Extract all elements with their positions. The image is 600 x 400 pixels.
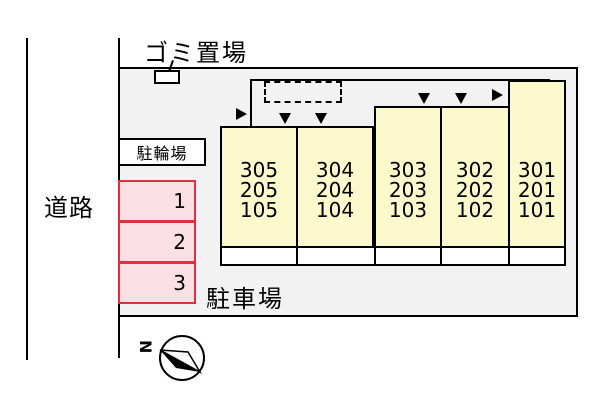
room-number: 304 — [315, 158, 355, 182]
arrow-down-icon — [455, 93, 467, 104]
room-number: 201 — [517, 178, 557, 202]
room-number: 301 — [517, 158, 557, 182]
room-number: 203 — [388, 178, 428, 202]
arrow-right-icon — [236, 108, 247, 120]
building-base-strip — [296, 246, 376, 266]
site-edge-bottom — [118, 316, 120, 358]
parking-space: 3 — [118, 262, 196, 304]
trash-area-box — [154, 70, 180, 84]
building-base-strip — [508, 246, 566, 266]
building-base-strip — [374, 246, 442, 266]
trash-area-label: ゴミ置場 — [144, 39, 248, 67]
building-unit: 305 205 105 — [220, 126, 298, 248]
room-number: 105 — [239, 198, 279, 222]
road-label: 道路 — [44, 194, 94, 222]
room-number: 205 — [239, 178, 279, 202]
room-number: 202 — [455, 178, 495, 202]
arrow-down-icon — [418, 93, 430, 104]
room-number: 102 — [455, 198, 495, 222]
room-number: 302 — [455, 158, 495, 182]
room-number: 303 — [388, 158, 428, 182]
room-number: 104 — [315, 198, 355, 222]
parking-space: 1 — [118, 180, 196, 222]
site-edge-top — [118, 38, 120, 68]
dashed-area — [264, 81, 342, 103]
parking-space: 2 — [118, 221, 196, 263]
arrow-right-icon — [492, 89, 503, 101]
compass-north-letter: N — [136, 340, 155, 353]
building-unit: 303 203 103 — [374, 106, 442, 248]
north-compass-icon: N — [136, 335, 205, 381]
road-boundary-line — [26, 38, 28, 360]
building-unit: 301 201 101 — [508, 80, 566, 248]
bicycle-parking-label: 駐輪場 — [118, 138, 206, 166]
arrow-down-icon — [315, 113, 327, 124]
room-number: 101 — [517, 198, 557, 222]
building-unit: 302 202 102 — [440, 106, 510, 248]
room-number: 204 — [315, 178, 355, 202]
building-unit: 304 204 104 — [296, 126, 374, 248]
walkway-outline — [250, 79, 550, 127]
arrow-down-icon — [279, 113, 291, 124]
building-base-strip — [220, 246, 298, 266]
building-base-strip — [440, 246, 510, 266]
room-number: 305 — [239, 158, 279, 182]
car-parking-label: 駐車場 — [206, 285, 284, 313]
room-number: 103 — [388, 198, 428, 222]
